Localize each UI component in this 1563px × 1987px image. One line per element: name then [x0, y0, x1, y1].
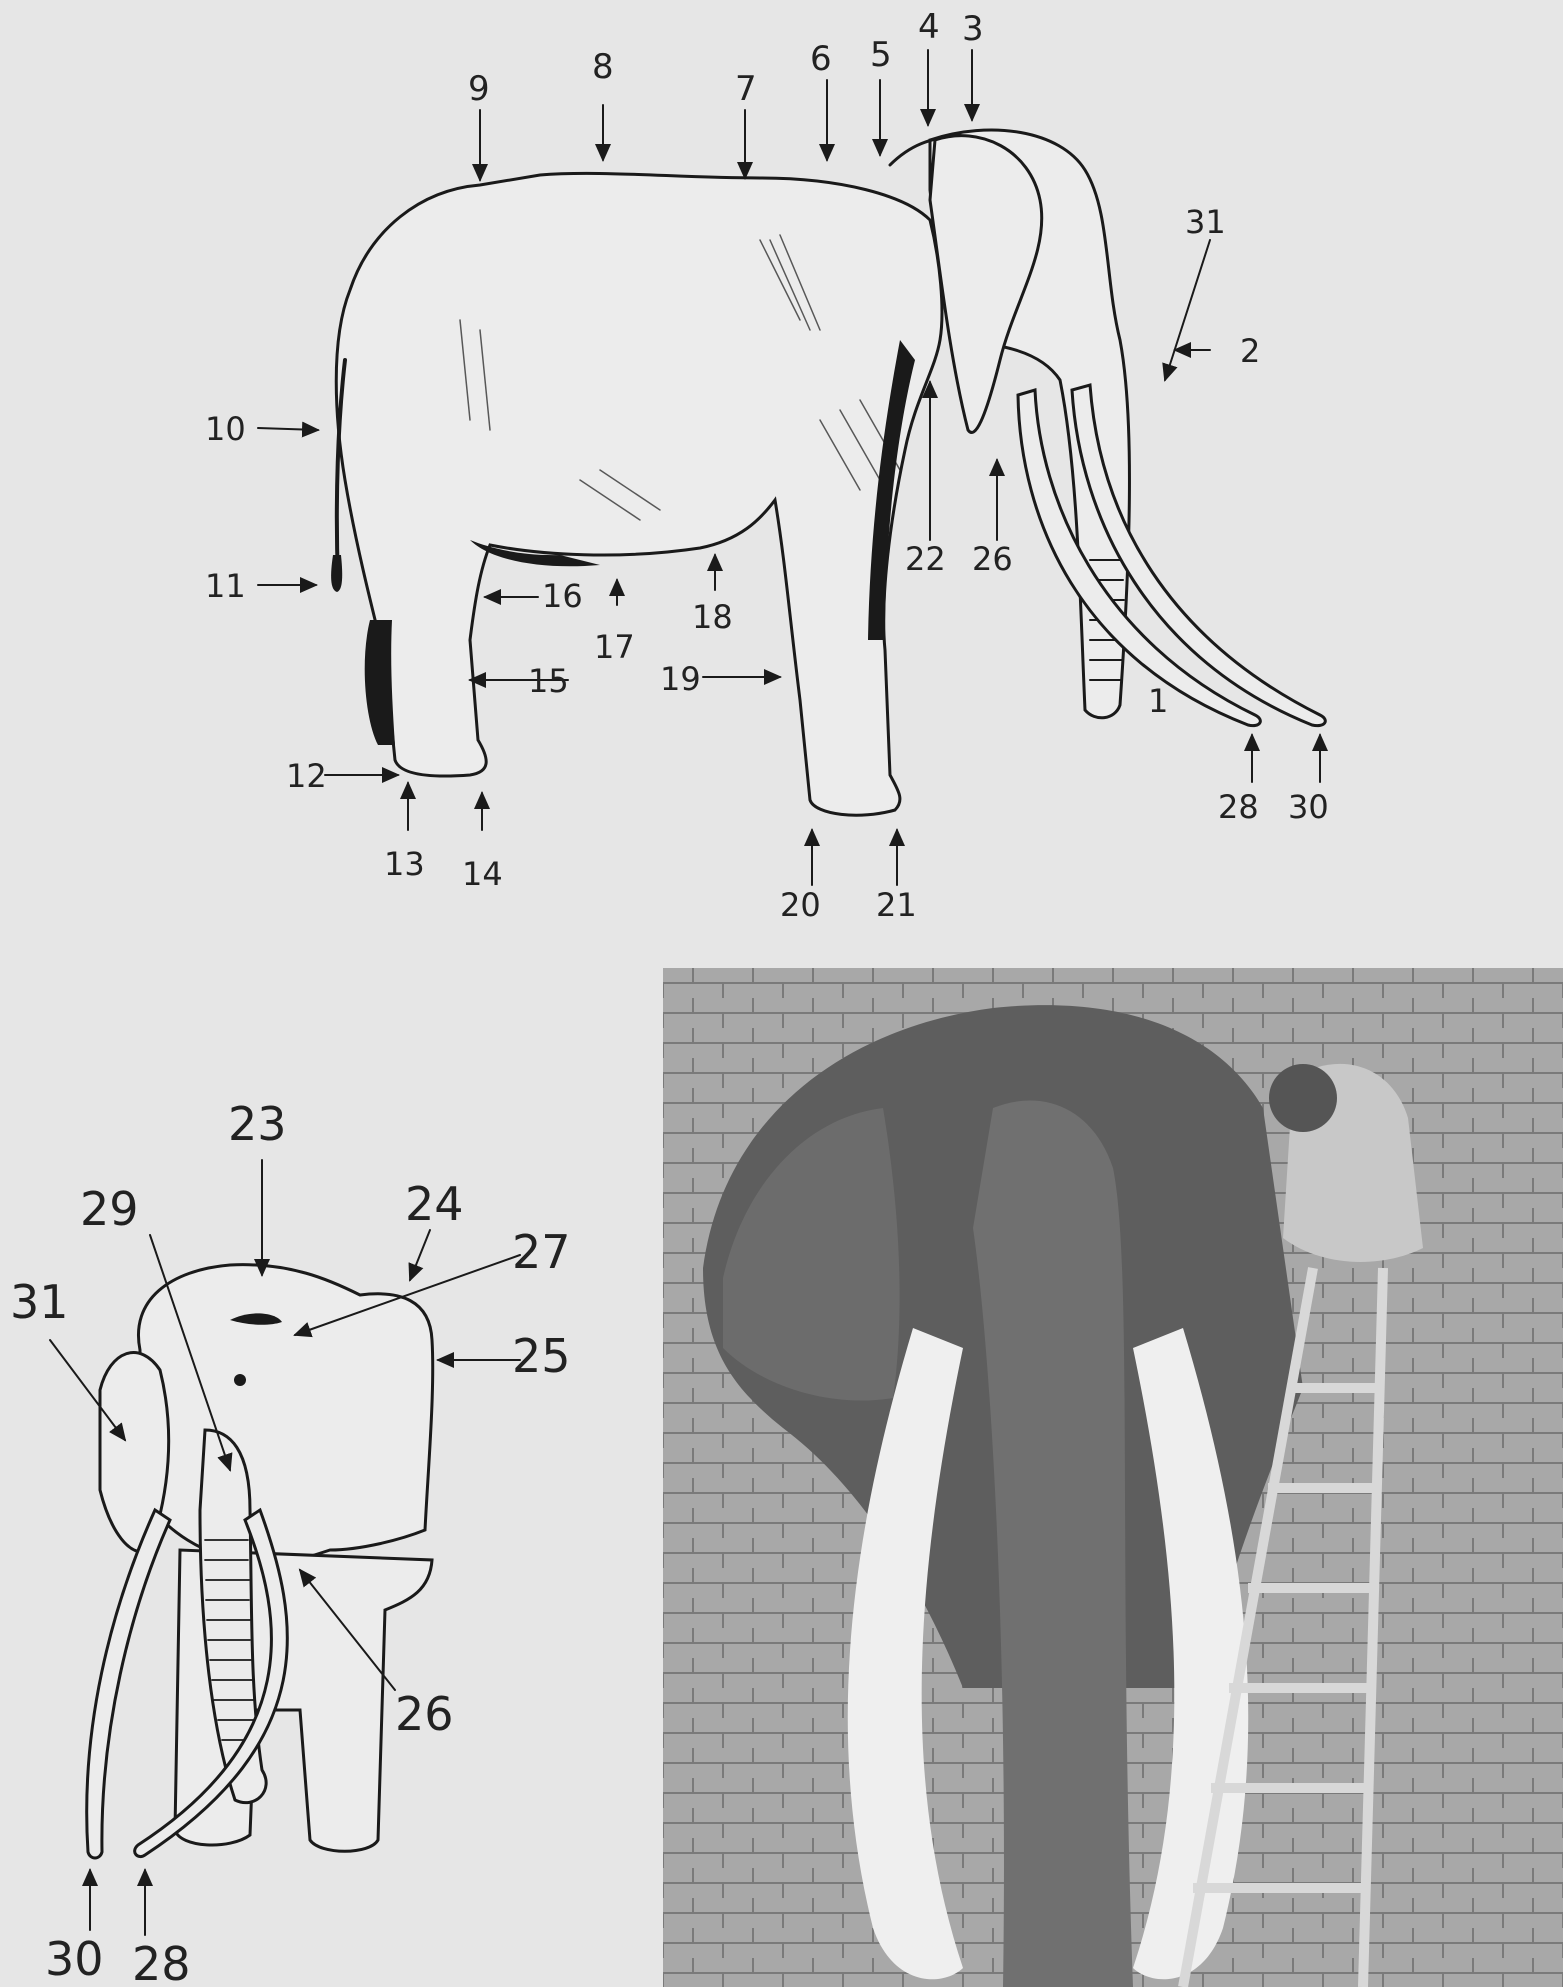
label-29: 29	[80, 1182, 139, 1236]
label-13: 13	[384, 845, 425, 883]
label-27: 27	[512, 1225, 571, 1279]
label-8: 8	[592, 47, 614, 87]
label-12: 12	[286, 757, 327, 795]
label-1: 1	[1148, 682, 1168, 720]
label-31: 31	[1185, 203, 1226, 241]
label-22: 22	[905, 540, 946, 578]
label-11: 11	[205, 567, 246, 605]
label-6: 6	[810, 39, 832, 79]
label-7: 7	[735, 69, 757, 109]
label-28: 28	[1218, 788, 1259, 826]
label-23: 23	[228, 1097, 287, 1151]
label-10: 10	[205, 410, 246, 448]
elephant-front-drawing	[87, 1265, 433, 1858]
label-2: 2	[1240, 332, 1260, 370]
elephant-model-photo	[663, 968, 1563, 1987]
label-17: 17	[594, 628, 635, 666]
label-14: 14	[462, 855, 503, 893]
front-view-diagram: 23 24 27 25 29 31 26 30 28	[0, 1090, 640, 1987]
label-31-front: 31	[10, 1275, 69, 1329]
label-4: 4	[918, 7, 940, 47]
label-25: 25	[512, 1329, 571, 1383]
elephant-side-drawing	[331, 130, 1325, 815]
label-3: 3	[962, 9, 984, 49]
label-9: 9	[468, 69, 490, 109]
label-30-front: 30	[45, 1932, 104, 1986]
side-view-diagram: 9 8 7 6 5 4 3 31 2 10 11 16 17 18 15 19 …	[0, 0, 1563, 940]
label-26: 26	[972, 540, 1013, 578]
label-24: 24	[405, 1177, 464, 1231]
label-30: 30	[1288, 788, 1329, 826]
label-19: 19	[660, 660, 701, 698]
label-16: 16	[542, 577, 583, 615]
label-20: 20	[780, 886, 821, 924]
label-5: 5	[870, 35, 892, 75]
label-18: 18	[692, 598, 733, 636]
label-21: 21	[876, 886, 917, 924]
label-15: 15	[528, 662, 569, 700]
label-28-front: 28	[132, 1937, 191, 1987]
label-26-front: 26	[395, 1687, 454, 1741]
